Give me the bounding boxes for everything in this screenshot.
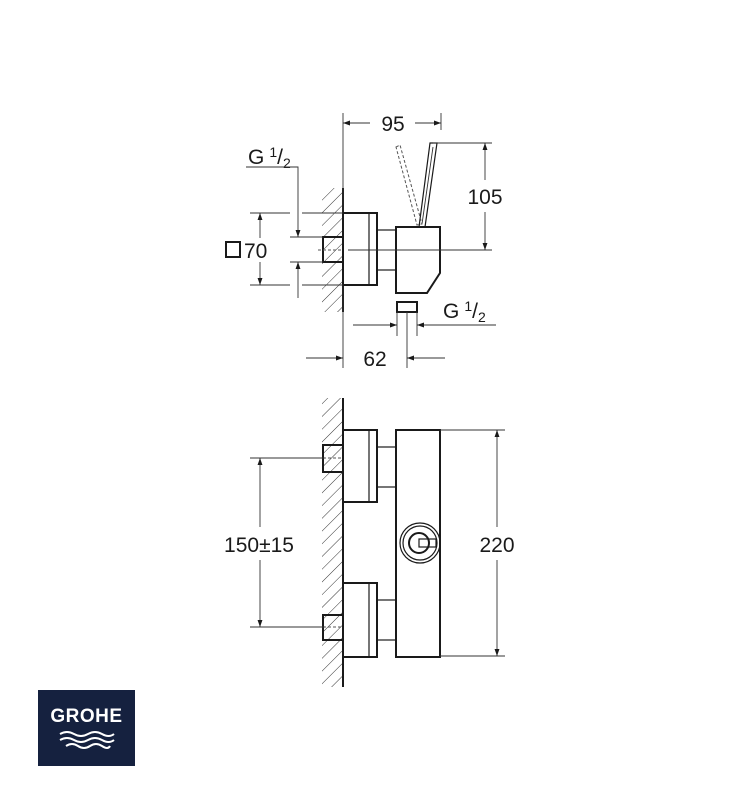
square-symbol-icon <box>225 241 241 258</box>
handle-alt-position <box>395 144 423 226</box>
outlet <box>396 301 418 313</box>
dim-70: 70 <box>244 240 267 263</box>
dim-220: 220 <box>479 534 514 557</box>
grohe-logo: GROHE <box>38 690 135 766</box>
wall-hatch <box>322 398 343 687</box>
flange <box>342 212 378 286</box>
front-view: 150±15 220 <box>224 398 515 687</box>
upper-flange <box>342 429 378 503</box>
dim-150: 150±15 <box>224 534 294 557</box>
waves-icon <box>59 731 115 749</box>
knob-icon <box>399 522 441 564</box>
dim-95: 95 <box>381 113 404 136</box>
lower-flange <box>342 582 378 658</box>
wall-hatch <box>322 188 343 312</box>
logo-text: GROHE <box>50 706 123 727</box>
dim-62: 62 <box>363 348 386 371</box>
dim-105: 105 <box>467 186 502 209</box>
mixer-body <box>395 226 441 294</box>
